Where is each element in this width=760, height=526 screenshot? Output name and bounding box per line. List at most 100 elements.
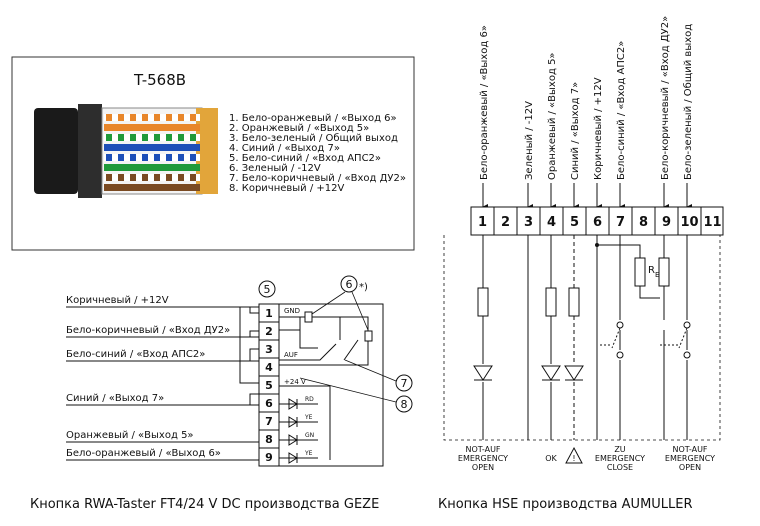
t568b-wire-stripe	[154, 174, 160, 181]
aum-switch-contact-7a	[616, 321, 624, 329]
t568b-wire-stripe	[178, 154, 184, 161]
geze-terminal-number: 1	[265, 307, 273, 320]
t568b-wire-stripe	[118, 134, 124, 141]
aum-wire-label: Зеленый / -12V	[524, 101, 535, 180]
aum-wire-label: Синий / «Выход 7»	[570, 82, 581, 180]
t568b-wire-base	[104, 134, 200, 141]
t568b-panel: T-568B 1. Бело-оранжевый / «Выход 6»2. О…	[11, 56, 415, 251]
t568b-wire-stripe	[190, 114, 196, 121]
geze-wire-drop	[249, 330, 259, 337]
t568b-wire-stripe	[166, 114, 172, 121]
aum-resistor-1	[477, 287, 489, 317]
aum-switch-contact-10b	[683, 351, 691, 359]
aum-terminal-number: 11	[703, 215, 721, 230]
callout-7	[395, 374, 413, 392]
t568b-wire-stripe	[142, 134, 148, 141]
geze-terminal-number: 6	[265, 397, 273, 410]
t568b-wire-stripe	[118, 174, 124, 181]
t568b-wire-stripe	[118, 114, 124, 121]
geze-terminal-number: 2	[265, 325, 273, 338]
t568b-wire-stripe	[178, 174, 184, 181]
geze-wire-drop	[249, 393, 259, 405]
t568b-wires	[104, 114, 200, 191]
t568b-wire	[104, 164, 200, 171]
aum-wire-label: Бело-синий / «Вход АПС2»	[616, 41, 627, 180]
aum-node-6	[595, 243, 599, 247]
aum-resistor-5	[568, 287, 580, 317]
re-label: R	[648, 265, 655, 276]
aum-terminal-number: 6	[593, 215, 602, 230]
t568b-pin-label: 6. Зеленый / -12V	[229, 163, 321, 174]
v24-label: +24 V	[284, 378, 306, 386]
t568b-wire-stripe	[190, 154, 196, 161]
aum-led-4	[541, 365, 561, 381]
t568b-pin-label: 1. Бело-оранжевый / «Выход 6»	[229, 113, 397, 124]
label-not-auf-left-1: NOT-AUF	[465, 445, 500, 454]
geze-wire-label: Синий / «Выход 7»	[66, 393, 164, 404]
aumuller-terminal-strip	[470, 206, 724, 236]
geze-wire-drop	[249, 348, 259, 361]
t568b-wire-stripe	[130, 154, 136, 161]
geze-relay-coil-1	[304, 311, 313, 323]
geze-terminal-number: 7	[265, 415, 273, 428]
callout-5-label: 5	[264, 283, 271, 296]
geze-led-diode	[288, 398, 298, 410]
t568b-pin-label: 3. Бело-зеленый / Общий выход	[229, 133, 398, 144]
t568b-wire-base	[104, 154, 200, 161]
t568b-wire-stripe	[190, 134, 196, 141]
label-not-auf-right-3: OPEN	[679, 463, 701, 472]
aum-resistor-4	[545, 287, 557, 317]
t568b-wire-stripe	[154, 134, 160, 141]
t568b-wire-stripe	[106, 114, 112, 121]
t568b-wire-stripe	[154, 114, 160, 121]
t568b-labels: 1. Бело-оранжевый / «Выход 6»2. Оранжевы…	[229, 113, 406, 194]
geze-terminal-number: 5	[265, 379, 273, 392]
aumuller-caption: Кнопка HSE производства AUMULLER	[438, 497, 693, 512]
t568b-wire-stripe	[178, 134, 184, 141]
geze-caption: Кнопка RWA-Taster FT4/24 V DC производст…	[30, 497, 380, 512]
t568b-wire	[104, 144, 200, 151]
label-not-auf-left-2: EMERGENCY	[458, 454, 508, 463]
label-ok: OK	[545, 454, 557, 463]
t568b-wire-stripe	[142, 154, 148, 161]
aum-wire-label: Бело-коричневый / «Вход ДУ2»	[660, 16, 671, 180]
callout-7-label: 7	[401, 377, 408, 390]
aum-switch-10	[660, 327, 688, 349]
aum-bottom-labels: NOT-AUF EMERGENCY OPEN OK ! ZU EMERGENCY…	[458, 445, 715, 472]
t568b-wire-stripe	[118, 154, 124, 161]
geze-led-color-label: GN	[305, 432, 314, 439]
geze-wire-label: Бело-синий / «Вход АПС2»	[66, 349, 205, 360]
aum-terminal-number: 3	[524, 215, 533, 230]
geze-led-color-label: YE	[304, 450, 313, 457]
t568b-wire-base	[104, 174, 200, 181]
aum-switch-contact-7b	[616, 351, 624, 359]
t568b-pin-label: 2. Оранжевый / «Выход 5»	[229, 123, 369, 134]
label-zu-2: EMERGENCY	[595, 454, 645, 463]
callout-7-8-leaders	[299, 359, 397, 403]
t568b-pin-label: 5. Бело-синий / «Вход АПС2»	[229, 153, 381, 164]
t568b-wire-stripe	[142, 174, 148, 181]
rj45-collar	[78, 104, 102, 198]
aum-terminal-number: 10	[680, 215, 698, 230]
t568b-wire-base	[104, 114, 200, 121]
t568b-wire-stripe	[166, 154, 172, 161]
aum-switch-contact-10a	[683, 321, 691, 329]
geze-terminal-number: 4	[265, 361, 273, 374]
geze-wire-label: Бело-оранжевый / «Выход 6»	[66, 448, 221, 459]
aum-switch-7	[600, 327, 621, 349]
callout-6-leaders	[311, 291, 369, 331]
warning-mark: !	[572, 454, 575, 463]
aum-wire-label: Оранжевый / «Выход 5»	[547, 52, 558, 180]
aumuller-enclosure	[443, 235, 721, 441]
callout-6-label: 6	[346, 278, 353, 291]
geze-wire-label: Оранжевый / «Выход 5»	[66, 430, 194, 441]
geze-wire-label: Бело-коричневый / «Вход ДУ2»	[66, 325, 230, 336]
label-not-auf-right-1: NOT-AUF	[672, 445, 707, 454]
aum-terminal-number: 2	[501, 215, 510, 230]
geze-24v-rail	[279, 385, 331, 460]
callout-star-label: *)	[359, 282, 368, 293]
geze-terminal-number: 3	[265, 343, 273, 356]
